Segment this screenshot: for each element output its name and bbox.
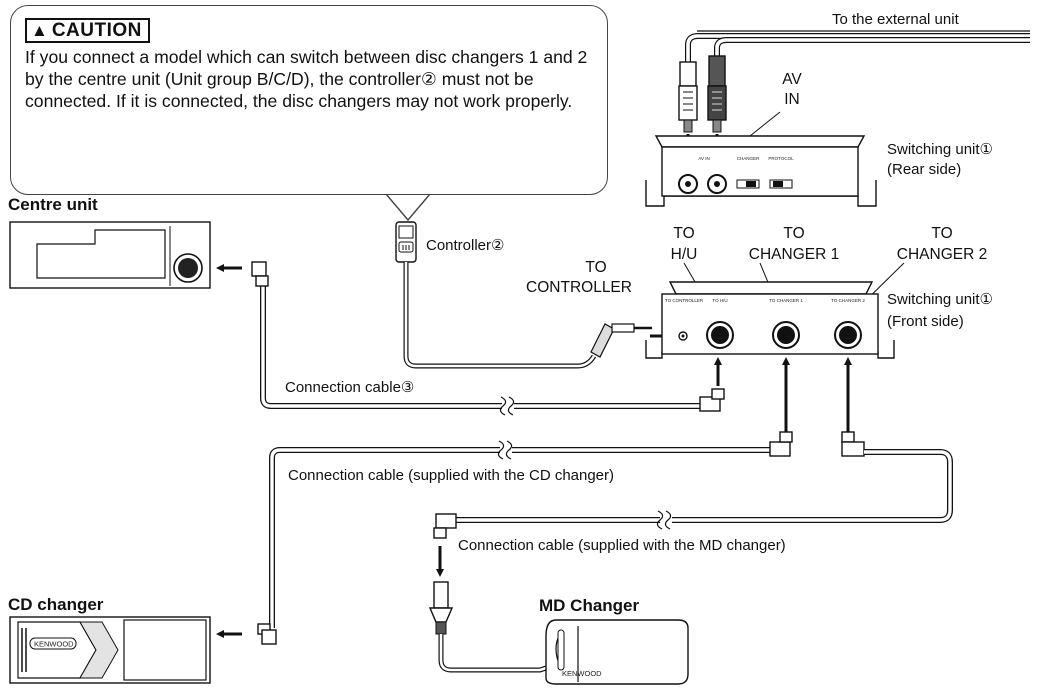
rear-switch-a-print: CHANGER xyxy=(737,156,760,161)
centre-unit-label: Centre unit xyxy=(8,195,98,214)
centre-unit xyxy=(9,221,211,289)
cable-md-label: Connection cable (supplied with the MD c… xyxy=(458,537,786,554)
md-changer-label: MD Changer xyxy=(539,596,640,615)
md-plug xyxy=(428,581,547,673)
external-cables xyxy=(685,33,1030,72)
rear-switch-b-print: PROTOCOL xyxy=(768,156,794,161)
external-unit-label: To the external unit xyxy=(832,11,960,28)
rear-av-in-print: AV IN xyxy=(698,156,709,161)
switching-unit-rear: AV IN CHANGER PROTOCOL xyxy=(645,135,877,207)
warning-triangle-icon: ▲ xyxy=(31,21,48,40)
cd-changer-label: CD changer xyxy=(8,595,104,614)
caution-heading: CAUTION xyxy=(51,20,142,41)
switching-unit-front: TO CONTROLLER TO H/U TO CHANGER 1 TO CHA… xyxy=(645,281,895,359)
front-hu-print: TO H/U xyxy=(712,298,727,303)
md-changer-cable xyxy=(433,431,953,539)
switching-unit-front-label-1: Switching unit① xyxy=(887,291,993,308)
cd-changer: KENWOOD xyxy=(9,616,211,684)
caution-text: If you connect a model which can switch … xyxy=(25,47,588,111)
front-controller-print: TO CONTROLLER xyxy=(665,298,704,303)
switching-unit-front-label-2: (Front side) xyxy=(887,313,964,330)
caution-callout: ▲ CAUTION If you connect a model which c… xyxy=(10,5,608,195)
controller-label: Controller② xyxy=(426,237,504,254)
switching-unit-rear-label-2: (Rear side) xyxy=(887,161,961,178)
to-changer2-label-1: TO xyxy=(931,225,952,242)
to-controller-label-2: CONTROLLER xyxy=(526,279,632,296)
caution-badge: ▲ CAUTION xyxy=(25,18,150,43)
callout-pointer xyxy=(385,193,431,222)
md-changer: KENWOOD xyxy=(545,619,689,685)
connection-cable-3 xyxy=(251,261,725,416)
front-changer2-print: TO CHANGER 2 xyxy=(831,298,865,303)
to-changer2-label-2: CHANGER 2 xyxy=(897,246,987,263)
cd-changer-cable xyxy=(257,431,793,645)
cd-brand-logo: KENWOOD xyxy=(34,640,74,649)
av-in-label-2: IN xyxy=(784,91,800,108)
switching-unit-rear-label-1: Switching unit① xyxy=(887,141,993,158)
to-hu-label-1: TO xyxy=(673,225,694,242)
front-changer1-print: TO CHANGER 1 xyxy=(769,298,803,303)
cable-cd-label: Connection cable (supplied with the CD c… xyxy=(288,467,614,484)
to-changer1-label-2: CHANGER 1 xyxy=(749,246,839,263)
rca-plug-right xyxy=(707,55,727,133)
av-in-label-1: AV xyxy=(782,71,802,88)
to-hu-label-2: H/U xyxy=(671,246,698,263)
rca-plug-left xyxy=(678,61,698,133)
to-changer1-label-1: TO xyxy=(783,225,804,242)
controller-cable xyxy=(403,262,652,369)
controller xyxy=(395,221,417,263)
md-brand-logo: KENWOOD xyxy=(562,669,602,678)
to-controller-label-1: TO xyxy=(585,259,606,276)
connection-cable-3-label: Connection cable③ xyxy=(285,379,414,396)
